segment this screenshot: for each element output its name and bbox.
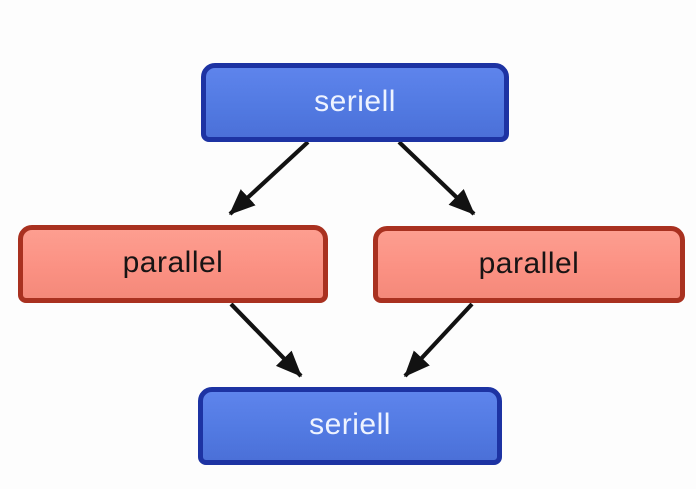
node-seriell-top-label: seriell (314, 84, 396, 118)
node-parallel-right: parallel (373, 226, 685, 303)
node-seriell-top: seriell (201, 63, 509, 142)
node-seriell-bottom-label: seriell (309, 408, 391, 441)
edge-right-parallel-to-bottom (403, 302, 474, 378)
node-parallel-left-label: parallel (122, 246, 224, 279)
edge-top-to-left-parallel (228, 140, 310, 216)
node-parallel-left: parallel (18, 225, 328, 303)
node-seriell-bottom: seriell (198, 387, 502, 465)
edge-top-to-right-parallel (397, 140, 476, 216)
edge-left-parallel-to-bottom (229, 302, 303, 378)
node-parallel-right-label: parallel (478, 246, 580, 280)
